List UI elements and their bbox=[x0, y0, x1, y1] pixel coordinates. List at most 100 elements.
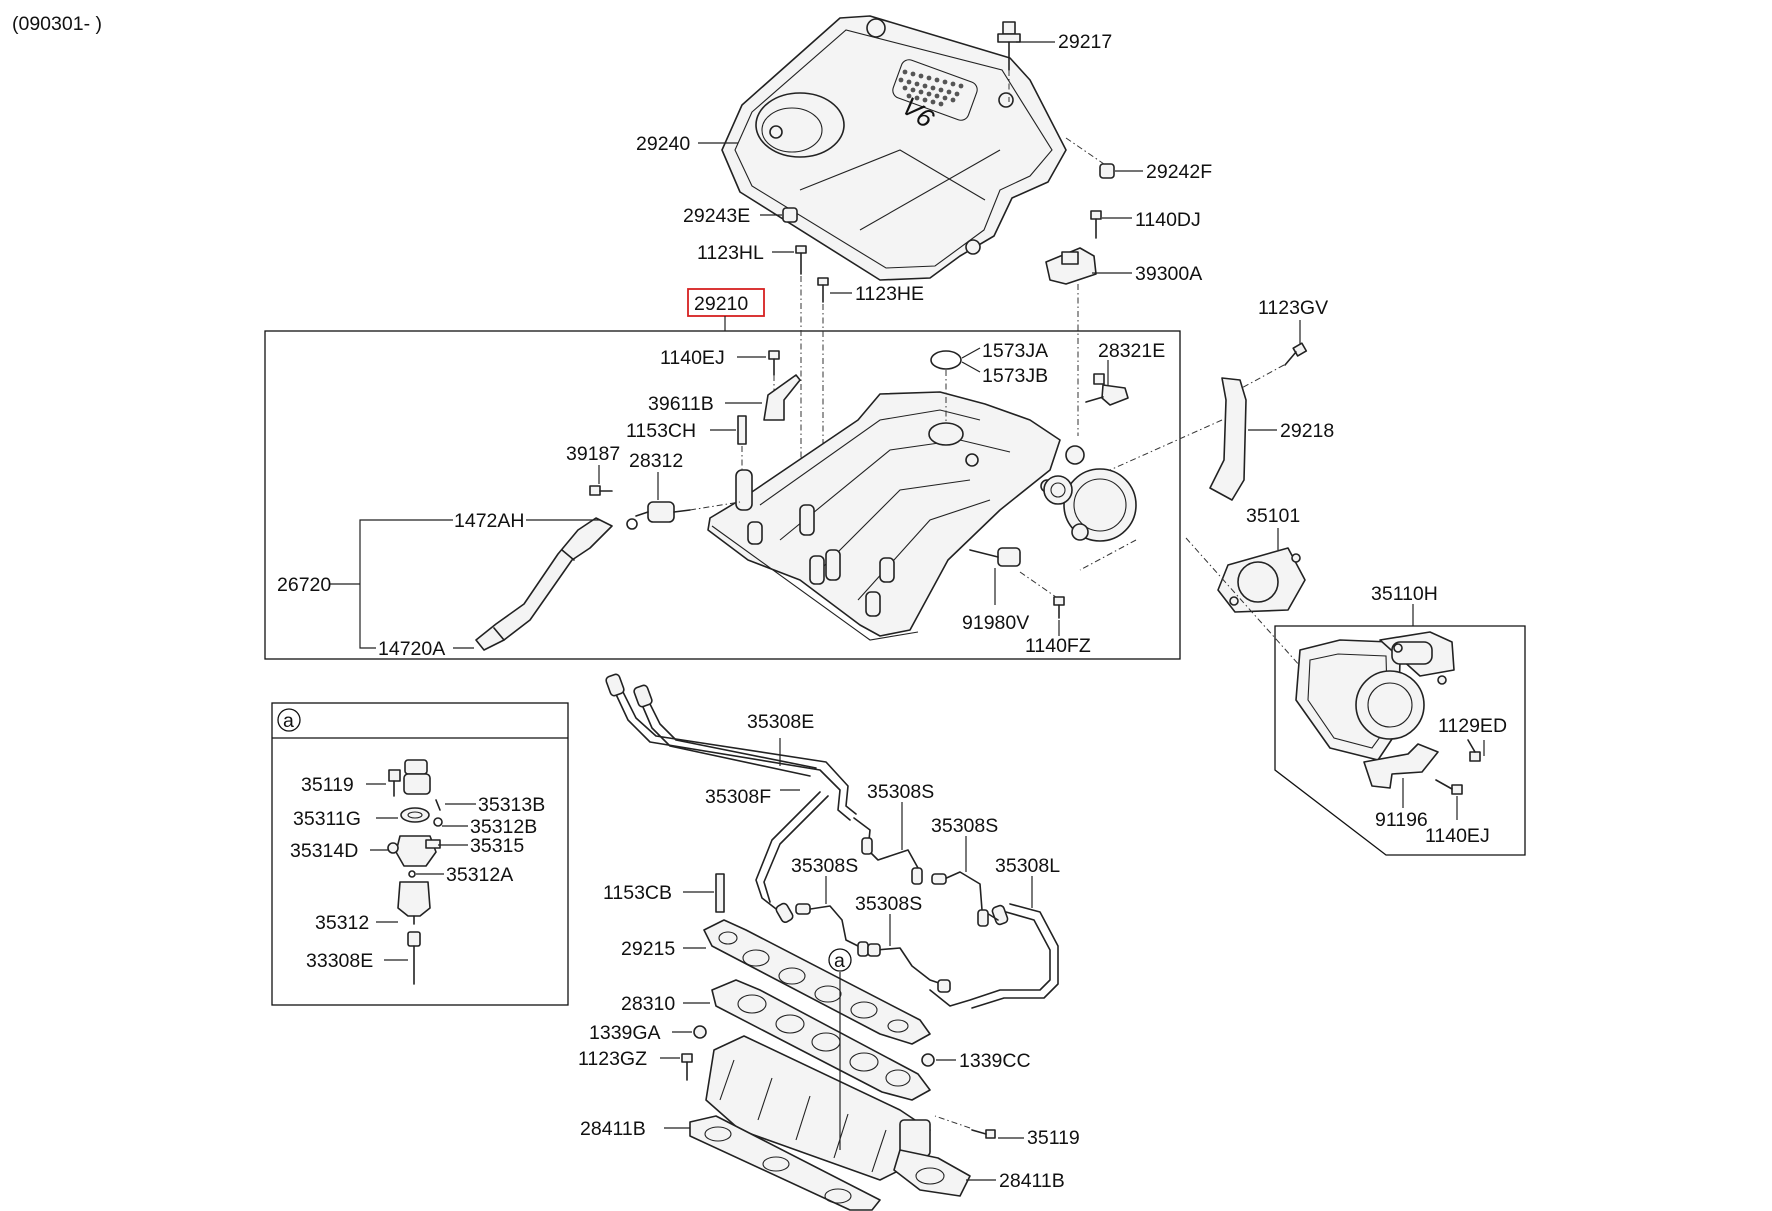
callout-39300A: 39300A bbox=[1135, 263, 1202, 285]
callout-1123HE: 1123HE bbox=[855, 283, 924, 305]
washer-35314D bbox=[387, 842, 399, 854]
callout-35314D: 35314D bbox=[290, 840, 358, 862]
stud-1153CH bbox=[737, 415, 747, 445]
callout-29242F: 29242F bbox=[1146, 161, 1212, 183]
throttle-flange bbox=[1043, 445, 1137, 542]
bolt-1140EJ-upper bbox=[768, 350, 780, 376]
callout-29218: 29218 bbox=[1280, 420, 1334, 442]
callout-28411B-right: 28411B bbox=[999, 1170, 1065, 1192]
callout-35308F: 35308F bbox=[705, 786, 771, 808]
callout-1339GA: 1339GA bbox=[589, 1022, 661, 1044]
pcv-valve-28312 bbox=[635, 501, 691, 523]
callout-35119-lower: 35119 bbox=[1027, 1127, 1080, 1149]
sensor-39300A bbox=[1045, 247, 1097, 285]
callout-35311G: 35311G bbox=[293, 808, 361, 830]
callout-29217: 29217 bbox=[1058, 31, 1112, 53]
bolt-35119-lower bbox=[971, 1129, 996, 1139]
gasket-35101 bbox=[1217, 547, 1306, 613]
nut-1339GA bbox=[693, 1025, 707, 1039]
breather-hose-26720 bbox=[475, 517, 613, 651]
callout-1140EJ-upper: 1140EJ bbox=[660, 347, 725, 369]
callout-35312A: 35312A bbox=[446, 864, 513, 886]
gasket-28411B-right bbox=[893, 1149, 971, 1197]
callout-35110H: 35110H bbox=[1371, 583, 1438, 605]
callout-1123GZ: 1123GZ bbox=[578, 1048, 647, 1070]
intake-manifold-29210 bbox=[707, 391, 1061, 641]
bolt-29217 bbox=[997, 21, 1021, 71]
callout-1123GV: 1123GV bbox=[1258, 297, 1328, 319]
callout-35308S-4: 35308S bbox=[855, 893, 922, 915]
clip-35313B bbox=[435, 799, 441, 811]
bolt-35119-detail bbox=[388, 769, 401, 797]
callout-35313B: 35313B bbox=[478, 794, 545, 816]
callout-29240: 29240 bbox=[636, 133, 690, 155]
callout-28321E: 28321E bbox=[1098, 340, 1165, 362]
callout-35308E: 35308E bbox=[747, 711, 814, 733]
callout-1123HL: 1123HL bbox=[697, 242, 764, 264]
fuel-hose-35308S-1 bbox=[853, 817, 923, 885]
lower-manifold bbox=[705, 1035, 931, 1181]
bracket-29218 bbox=[1209, 377, 1247, 501]
callout-35308S-1: 35308S bbox=[867, 781, 934, 803]
throttle-body-35110H bbox=[1295, 631, 1455, 761]
fuel-hose-35308S-4 bbox=[867, 943, 951, 993]
detail-a-label: a bbox=[283, 710, 294, 732]
bolt-39187 bbox=[589, 485, 613, 496]
bracket-91196 bbox=[1363, 743, 1439, 789]
callout-1153CH: 1153CH bbox=[626, 420, 696, 442]
callout-35312: 35312 bbox=[315, 912, 369, 934]
callout-35308S-3: 35308S bbox=[791, 855, 858, 877]
nut-1339CC bbox=[921, 1053, 935, 1067]
callout-35308S-2: 35308S bbox=[931, 815, 998, 837]
callout-28411B-left: 28411B bbox=[580, 1118, 646, 1140]
injector-body bbox=[395, 835, 441, 867]
fuel-line-35308L bbox=[755, 791, 1059, 1009]
injector-35312 bbox=[397, 881, 431, 925]
callout-28310: 28310 bbox=[621, 993, 675, 1015]
callout-35308L: 35308L bbox=[995, 855, 1060, 877]
stud-1153CB bbox=[715, 873, 725, 913]
bolt-1129ED bbox=[1467, 739, 1481, 762]
o-ring-35312A bbox=[408, 870, 416, 878]
callout-26720: 26720 bbox=[277, 574, 331, 596]
callout-29210: 29210 bbox=[694, 293, 748, 315]
callout-1153CB: 1153CB bbox=[603, 882, 672, 904]
callout-33308E: 33308E bbox=[306, 950, 373, 972]
bolt-1140FZ bbox=[1053, 596, 1065, 619]
nozzle-33308E bbox=[407, 931, 421, 985]
callout-1472AH: 1472AH bbox=[454, 510, 524, 532]
callout-1140FZ: 1140FZ bbox=[1025, 635, 1091, 657]
fuel-hose-35308S-3 bbox=[795, 903, 869, 957]
callout-1129ED: 1129ED bbox=[1438, 715, 1507, 737]
bolt-1140DJ bbox=[1090, 210, 1102, 239]
bolt-1140EJ-lower bbox=[1435, 779, 1463, 795]
fuel-line-35308E bbox=[605, 673, 857, 821]
callout-1573JB: 1573JB bbox=[982, 365, 1048, 387]
detail-a-frame: a bbox=[271, 702, 569, 1006]
callout-39611B: 39611B bbox=[648, 393, 714, 415]
callout-35312B: 35312B bbox=[470, 816, 537, 838]
callout-39187: 39187 bbox=[566, 443, 620, 465]
engine-cover-29240: V6 bbox=[721, 15, 1067, 281]
injector-connector bbox=[403, 759, 431, 795]
throttle-body-frame bbox=[1274, 625, 1526, 856]
callout-28312: 28312 bbox=[629, 450, 683, 472]
callout-29243E: 29243E bbox=[683, 205, 750, 227]
gasket-29215 bbox=[703, 919, 931, 1045]
callout-29215: 29215 bbox=[621, 938, 675, 960]
callout-35119-detail: 35119 bbox=[301, 774, 354, 796]
bolt-1123HL bbox=[795, 245, 807, 275]
bracket-39611B bbox=[763, 374, 801, 421]
o-ring-35311G bbox=[400, 807, 430, 823]
sensor-28321E bbox=[1085, 373, 1129, 406]
callout-1573JA: 1573JA bbox=[982, 340, 1048, 362]
cover-grille bbox=[898, 69, 964, 107]
callout-1140DJ: 1140DJ bbox=[1135, 209, 1201, 231]
callout-14720A: 14720A bbox=[378, 638, 445, 660]
spacer-28310 bbox=[711, 979, 931, 1101]
gasket-1573JA bbox=[930, 350, 962, 370]
callout-35101: 35101 bbox=[1246, 505, 1300, 527]
bolt-1123HE bbox=[817, 277, 829, 303]
highlight-box-29210 bbox=[687, 288, 765, 317]
